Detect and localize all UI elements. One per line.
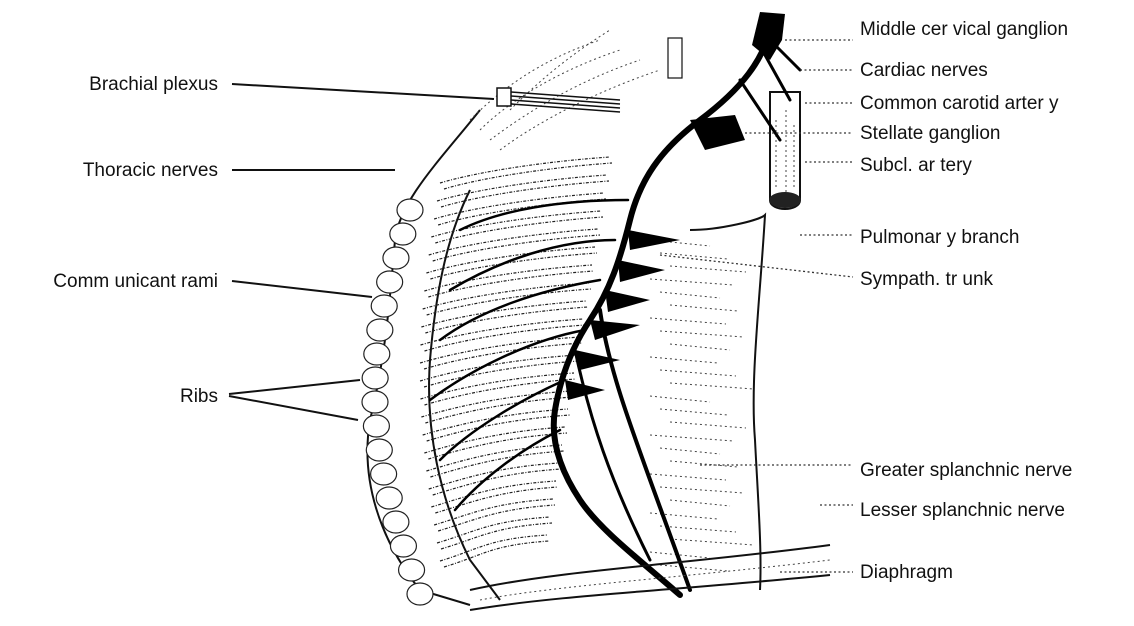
hatch-stroke [660,331,744,337]
rib-line [431,481,556,507]
label-thoracic-nerves: Thoracic nerves [83,160,218,181]
hatch-stroke [670,500,730,506]
vertebra [367,319,393,341]
vertebra [407,583,433,605]
vertebra [399,559,425,581]
hatch-stroke [650,357,718,363]
vertebra [383,511,409,533]
label-sympath-trunk: Sympath. tr unk [860,269,994,290]
label-stellate-ganglion: Stellate ganglion [860,123,1001,144]
rib-line [430,451,564,477]
vertebra [377,271,403,293]
vertebra [383,247,409,269]
rib-line [440,535,547,561]
hatch-stroke [650,396,710,402]
hatch-stroke [650,513,718,519]
hatch-stroke [660,292,720,298]
hatch-stroke [650,279,734,285]
mediastinum-outline [690,215,765,590]
label-cardiac-nerves: Cardiac nerves [860,60,988,81]
rib-line [426,445,562,471]
leader-sympath-trunk [660,255,853,277]
right-labels: Middle cer vical ganglion Cardiac nerves… [860,19,1072,583]
leader-communicant-rami [232,281,372,297]
hatch-stroke [660,370,736,376]
vertebra [390,223,416,245]
rib-line [421,391,571,417]
leader-ribs-lower [229,396,358,420]
rib-line [434,499,553,525]
brachial-plexus-bundle [497,38,682,112]
rib-line [423,409,568,435]
hatch-stroke [650,435,734,441]
leader-ribs-upper [229,380,360,394]
label-common-carotid-artery: Common carotid arter y [860,93,1059,114]
leader-brachial-plexus [232,84,494,99]
diaphragm-band [470,545,830,610]
hatch-stroke [670,422,746,428]
hatch-stroke [650,474,726,480]
hatch-stroke [660,526,736,532]
hatch-stroke [660,565,728,571]
hatch-stroke [660,409,728,415]
thorax-illustration [362,12,830,610]
stellate-ganglion-shape [690,115,745,150]
carotid-artery-shape [769,92,801,209]
vertebra [397,199,423,221]
label-subcl-artery: Subcl. ar tery [860,155,972,176]
rib-line [431,211,601,237]
rib-line [444,541,549,567]
hatch-stroke [670,461,738,467]
hatch-stroke [670,266,746,272]
vertebra [376,487,402,509]
vertebra [371,463,397,485]
vertebra [362,367,388,389]
hatch-stroke [650,318,726,324]
label-greater-splanchnic-nerve: Greater splanchnic nerve [860,460,1072,481]
hatch-stroke [660,487,744,493]
label-diaphragm: Diaphragm [860,562,953,583]
hatch-stroke [670,305,738,311]
vertebra [390,535,416,557]
vertebra [362,391,388,413]
vertebra [363,415,389,437]
rib-line [429,229,598,255]
middle-cervical-ganglion-shape [752,12,785,60]
vertebral-column [362,199,433,605]
left-labels: Brachial plexus Thoracic nerves Comm uni… [53,74,218,407]
label-ribs: Ribs [180,386,218,407]
label-brachial-plexus: Brachial plexus [89,74,218,95]
label-pulmonary-branch: Pulmonar y branch [860,227,1019,248]
hatch-stroke [670,539,754,545]
hatch-stroke [670,344,730,350]
vertebra [366,439,392,461]
label-middle-cervical-ganglion: Middle cer vical ganglion [860,19,1068,40]
rib-line [440,157,610,183]
vertebra [364,343,390,365]
rib-line [437,175,607,201]
vertebra [371,295,397,317]
label-lesser-splanchnic-nerve: Lesser splanchnic nerve [860,500,1065,521]
label-communicant-rami: Comm unicant rami [53,271,218,292]
rib-line [421,319,583,345]
hatch-stroke [660,448,720,454]
rib-line [429,463,559,489]
hatch-stroke [670,383,754,389]
